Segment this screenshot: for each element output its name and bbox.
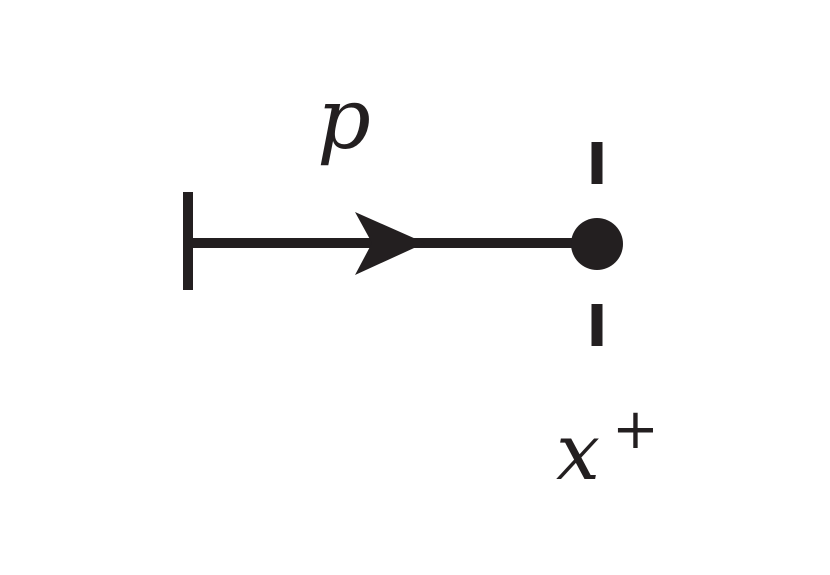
vertex-dot (571, 218, 623, 270)
point-label-superscript: + (612, 397, 659, 462)
point-label: x (556, 408, 600, 498)
momentum-label: p (317, 70, 371, 168)
point-label-base: x (556, 408, 600, 498)
arrow-head (355, 212, 425, 275)
